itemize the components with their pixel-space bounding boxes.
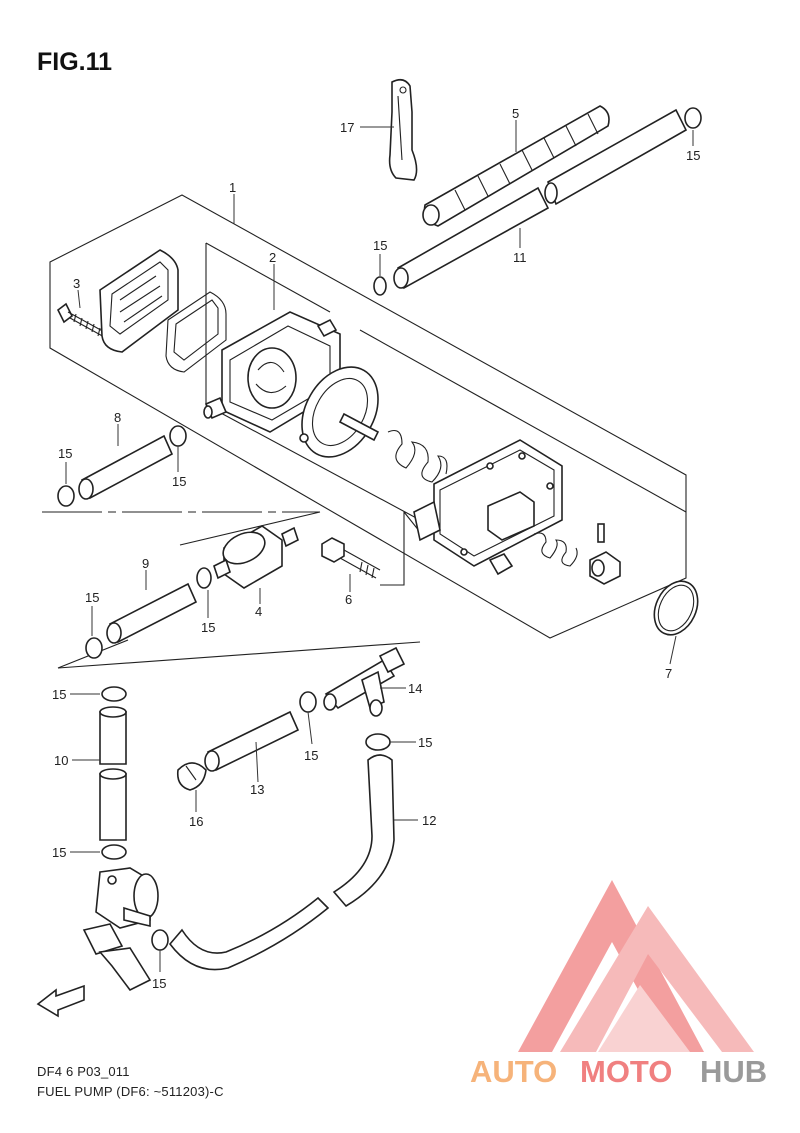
diagram-code: DF4 6 P03_011 — [37, 1064, 130, 1079]
diagram-caption: FUEL PUMP (DF6: ~511203)-C — [37, 1084, 224, 1099]
figure-title: FIG.11 — [37, 48, 113, 76]
part-8-hose — [78, 434, 174, 500]
callout-5: 5 — [512, 106, 519, 121]
part-9-hose — [106, 582, 198, 644]
part-7-o-ring — [653, 580, 699, 636]
callout-15-e: 15 — [85, 590, 99, 605]
callout-9: 9 — [142, 556, 149, 571]
part-11-hose — [393, 108, 688, 290]
fwd-arrow-icon — [36, 984, 85, 1018]
part-10-hose — [99, 706, 127, 841]
callout-numbers: 1 2 3 4 5 6 7 8 9 10 11 12 13 14 16 17 1… — [52, 106, 700, 991]
callout-15-d: 15 — [172, 474, 186, 489]
callout-1: 1 — [229, 180, 236, 195]
part-14-joint — [323, 646, 406, 717]
watermark-hub: HUB — [700, 1054, 767, 1089]
clamp-15-set — [57, 107, 702, 951]
part-17-clip — [388, 78, 418, 181]
part-diaphragm — [299, 366, 380, 458]
part-fuel-tap — [82, 867, 159, 992]
callout-6: 6 — [345, 592, 352, 607]
callout-15-j: 15 — [52, 845, 66, 860]
callout-14: 14 — [408, 681, 422, 696]
part-valve — [589, 523, 621, 585]
assembly-outline-1 — [49, 194, 687, 639]
callout-13: 13 — [250, 782, 264, 797]
callout-15-i: 15 — [418, 735, 432, 750]
part-6-bolt — [321, 537, 381, 579]
part-12-hose — [168, 754, 395, 971]
callout-16: 16 — [189, 814, 203, 829]
callout-leaders — [65, 120, 694, 972]
part-gasket — [165, 291, 227, 373]
callout-15-f: 15 — [201, 620, 215, 635]
part-pump-case — [413, 439, 563, 576]
part-4-filter — [213, 525, 299, 589]
callout-15-k: 15 — [152, 976, 166, 991]
part-5-protector — [422, 105, 610, 227]
callout-15-g: 15 — [52, 687, 66, 702]
part-16-clip — [176, 762, 207, 791]
part-cover-plate — [99, 249, 179, 353]
callout-2: 2 — [269, 250, 276, 265]
callout-15-h: 15 — [304, 748, 318, 763]
part-spring-small — [533, 532, 578, 567]
callout-8: 8 — [114, 410, 121, 425]
callout-7: 7 — [665, 666, 672, 681]
callout-15-a: 15 — [686, 148, 700, 163]
callout-4: 4 — [255, 604, 262, 619]
part-13-hose — [204, 710, 300, 772]
watermark-auto: AUTO — [470, 1054, 557, 1089]
callout-11: 11 — [513, 250, 527, 265]
watermark-logo — [518, 880, 754, 1052]
part-spring-large — [387, 429, 448, 483]
callout-17: 17 — [340, 120, 354, 135]
part-3-screw — [56, 302, 109, 339]
callout-15-b: 15 — [373, 238, 387, 253]
callout-15-c: 15 — [58, 446, 72, 461]
watermark-moto: MOTO — [580, 1054, 672, 1089]
callout-12: 12 — [422, 813, 436, 828]
callout-3: 3 — [73, 276, 80, 291]
callout-10: 10 — [54, 753, 68, 768]
